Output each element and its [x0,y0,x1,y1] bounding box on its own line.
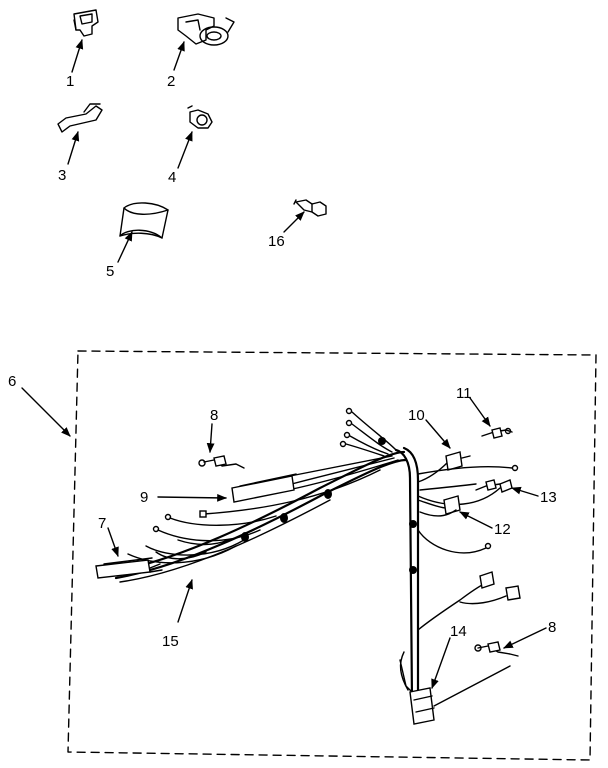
callout-5-leader [117,231,133,263]
callout-8b: 8 [548,619,556,636]
callout-9-leader [157,493,227,502]
part-16-terminal [293,199,327,217]
part-2-clamp [177,13,235,46]
callout-10: 10 [408,407,425,424]
callout-7: 7 [98,515,106,532]
harness-assembly-outline [67,350,597,761]
callout-16: 16 [268,233,285,250]
callout-13: 13 [540,489,557,506]
callout-3: 3 [58,167,66,184]
callout-4-leader [177,131,193,169]
callout-8b-leader [503,627,547,649]
callout-2: 2 [167,73,175,90]
callout-14-leader [431,637,451,689]
callout-4: 4 [168,169,176,186]
callout-6: 6 [8,373,16,390]
callout-5: 5 [106,263,114,280]
main-wire-harness [95,407,521,725]
callout-3-leader [67,131,80,165]
part-5-sleeve [119,202,169,239]
callout-15: 15 [162,633,179,650]
part-4-grommet [187,105,213,129]
callout-1-leader [71,39,84,73]
callout-11: 11 [456,385,472,402]
callout-9: 9 [140,489,148,506]
callout-2-leader [173,41,185,71]
callout-10-leader [425,419,451,449]
callout-8a-leader [206,423,215,453]
callout-12: 12 [494,521,511,538]
callout-14: 14 [450,623,467,640]
part-3-bracket [57,103,103,133]
callout-12-leader [459,511,493,529]
callout-16-leader [283,211,305,233]
callout-6-leader [21,387,71,437]
callout-7-leader [107,527,119,557]
callout-8a: 8 [210,407,218,424]
callout-11-leader [469,397,491,427]
part-1-clip [73,9,99,37]
callout-13-leader [511,486,539,497]
callout-1: 1 [66,73,74,90]
callout-15-leader [177,579,193,623]
